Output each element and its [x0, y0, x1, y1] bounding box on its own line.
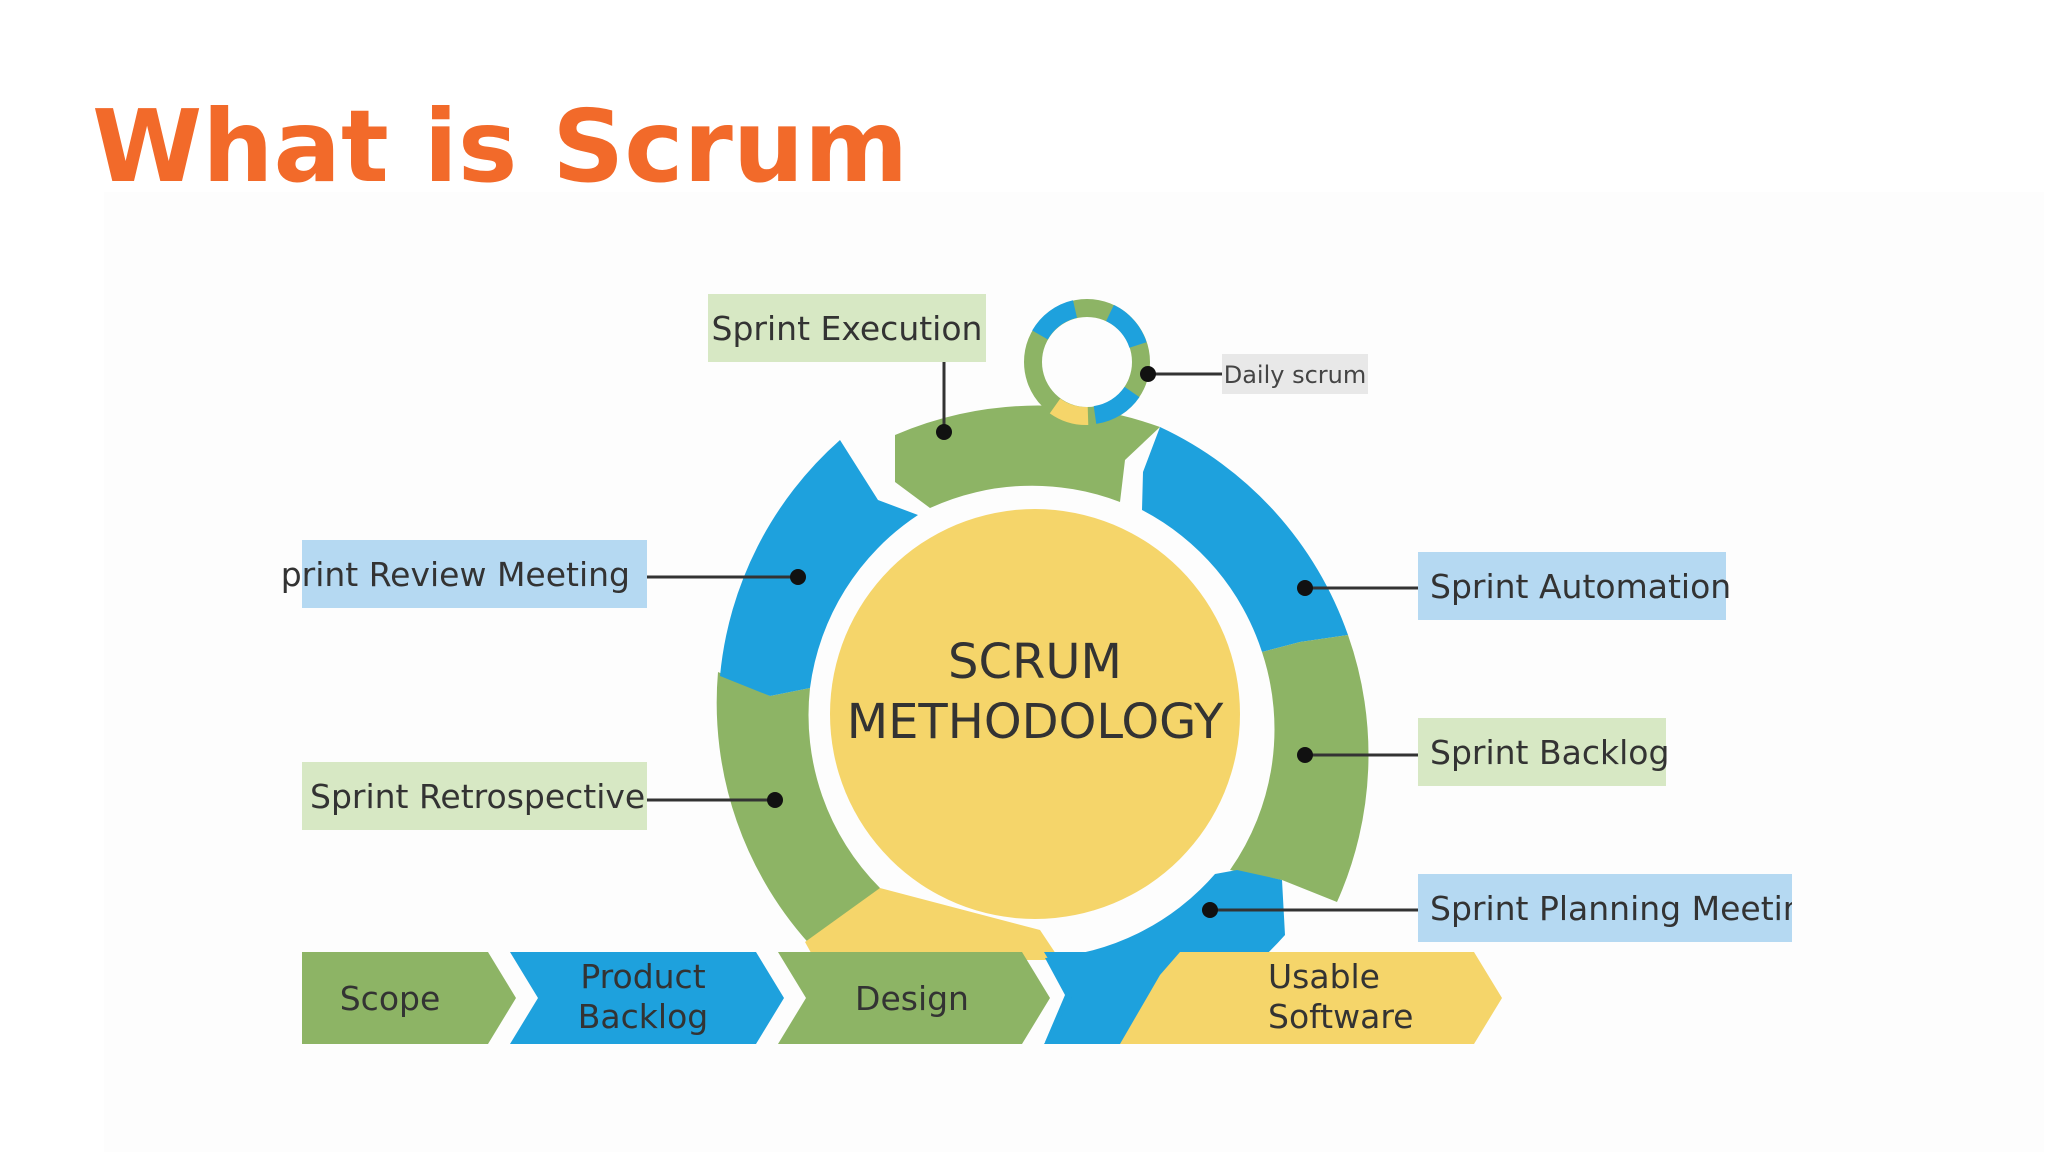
center-label-line2: METHODOLOGY [847, 694, 1224, 750]
ring-segment-sprint-review-meeting [720, 440, 918, 696]
flow-label-usable-software-line1: Usable [1268, 957, 1380, 996]
label-sprint-backlog: Sprint Backlog [1430, 733, 1669, 772]
flow-step-design [778, 952, 1050, 1044]
center-circle [830, 509, 1240, 919]
ring-segment-sprint-backlog [1230, 635, 1369, 902]
label-box-sprint-automation [1418, 552, 1726, 620]
flow-label-scope: Scope [340, 979, 441, 1018]
ring-segment-sprint-execution [895, 405, 1160, 508]
ring-segment-sprint-automation [1142, 427, 1348, 652]
label-sprint-execution: Sprint Execution [712, 309, 983, 348]
daily-scrum-ring [1024, 299, 1150, 425]
slide-title: What is Scrum [92, 88, 909, 205]
label-box-sprint-retrospective [302, 762, 647, 830]
ring-segment-wedge [805, 888, 1060, 960]
label-sprint-planning-meeting: Sprint Planning Meeting [1430, 889, 1825, 928]
center-label-line1: SCRUM [948, 634, 1122, 690]
label-daily-scrum: Daily scrum [1224, 361, 1367, 389]
label-box-sprint-review-meeting [302, 540, 647, 608]
label-sprint-retrospective: Sprint Retrospective [310, 777, 645, 816]
flow-label-product-backlog-line1: Product [580, 957, 705, 996]
flow-label-design: Design [855, 979, 969, 1018]
flow-step-usable-software [1120, 952, 1502, 1044]
flow-step-scope [302, 952, 516, 1044]
connectors [647, 362, 1418, 808]
flow-step-product-backlog [510, 952, 784, 1044]
flow-label-usable-software-line2: Software [1268, 997, 1413, 1036]
label-sprint-review-meeting: print Review Meeting [281, 555, 630, 594]
label-box-sprint-backlog [1418, 718, 1666, 786]
ring-segment-sprint-retrospective [716, 672, 880, 950]
label-sprint-automation: Sprint Automation [1430, 567, 1731, 606]
label-box-sprint-planning-meeting [1418, 874, 1792, 942]
flow-label-product-backlog-line2: Backlog [578, 997, 708, 1036]
flow-step-usable-software-blue-edge [1044, 952, 1180, 1044]
label-box-daily-scrum [1222, 354, 1368, 394]
label-box-sprint-execution [708, 294, 986, 362]
connector-sprint-planning [1202, 902, 1418, 918]
